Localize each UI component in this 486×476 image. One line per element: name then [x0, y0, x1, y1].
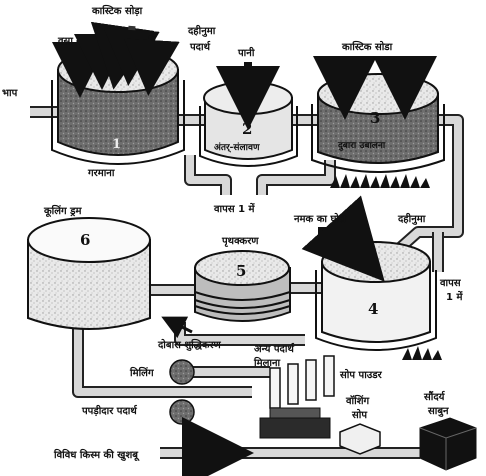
- label-curd-like-2: दहीनुमा: [397, 212, 426, 225]
- label-washing-soap-line2: सोप: [351, 408, 368, 421]
- label-cooling-drum: कूलिंग ड्रम: [43, 204, 83, 218]
- tank-1-heating: 1: [51, 47, 185, 165]
- soap-powder-machine: [259, 355, 335, 439]
- label-separation: पृथक्करण: [221, 236, 259, 247]
- label-curd-material-line1: दहीनुमा: [187, 24, 216, 37]
- stage-number-6: 6: [80, 231, 90, 249]
- label-cosmetic-soap-line1: सौंदर्य: [423, 390, 446, 403]
- salt-solution-arrow: [301, 195, 385, 282]
- label-various-fragrances: विविध किस्म की खुशबू: [53, 448, 140, 462]
- label-back-to-1-b-line1: वापस: [439, 278, 462, 289]
- tank-3-salting: 3: [311, 73, 445, 173]
- flame-tank-4: [402, 346, 442, 360]
- label-salt-solution: नमक का घोल: [293, 212, 347, 225]
- separator-5: 5: [194, 250, 291, 322]
- label-salting-out: अंतर्-संलावण: [214, 142, 260, 153]
- cosmetic-soap-block: [419, 417, 477, 471]
- label-boiling-again: दुबारा उबालना: [337, 141, 386, 151]
- stage-number-1: 1: [112, 137, 121, 152]
- labels: कास्टिक सोड़ा वसा भाप गरमाना दहीनुमा पदा…: [2, 4, 463, 462]
- tank-4: 4: [315, 241, 437, 351]
- stage-number-2: 2: [242, 120, 252, 138]
- label-fat: वसा: [57, 36, 73, 47]
- label-cosmetic-soap-line2: साबुन: [427, 406, 449, 417]
- cooling-drum-6: 6: [27, 217, 151, 330]
- input-arrows-tank-3: [313, 56, 437, 120]
- label-steam: भाप: [2, 88, 19, 99]
- washing-soap-block: [339, 423, 381, 455]
- label-water: पानी: [237, 46, 255, 59]
- repurification-arrow: [161, 316, 193, 339]
- label-curd-material-line2: पदार्थ: [189, 40, 211, 53]
- label-other-material: अन्य पदार्थ: [254, 342, 295, 355]
- label-back-to-1: वापस 1 में: [213, 202, 256, 215]
- pipe-network: [30, 106, 464, 459]
- label-soap-powder: सोप पाउडर: [339, 368, 383, 381]
- label-caustic-soda-2: कास्टिक सोडा: [341, 40, 393, 53]
- stage-number-3: 3: [370, 109, 380, 127]
- label-flaky-material: पपड़ीदार पदार्थ: [81, 404, 138, 417]
- label-milling: मिलिंग: [129, 366, 154, 379]
- label-heating: गरमाना: [87, 168, 115, 179]
- label-mixing: मिलाना: [253, 356, 280, 369]
- flame-tank-3: [330, 174, 430, 188]
- label-caustic-soda-1: कास्टिक सोड़ा: [91, 4, 143, 17]
- label-back-to-1-b-line2: 1 में: [446, 290, 463, 303]
- label-washing-soap-line1: वॉशिंग: [345, 394, 370, 407]
- stage-number-4: 4: [368, 300, 378, 318]
- input-arrows-tank-1: [52, 21, 180, 98]
- stage-number-5: 5: [236, 262, 246, 280]
- label-repurification: दोबारा शुद्धिकरण: [157, 338, 222, 351]
